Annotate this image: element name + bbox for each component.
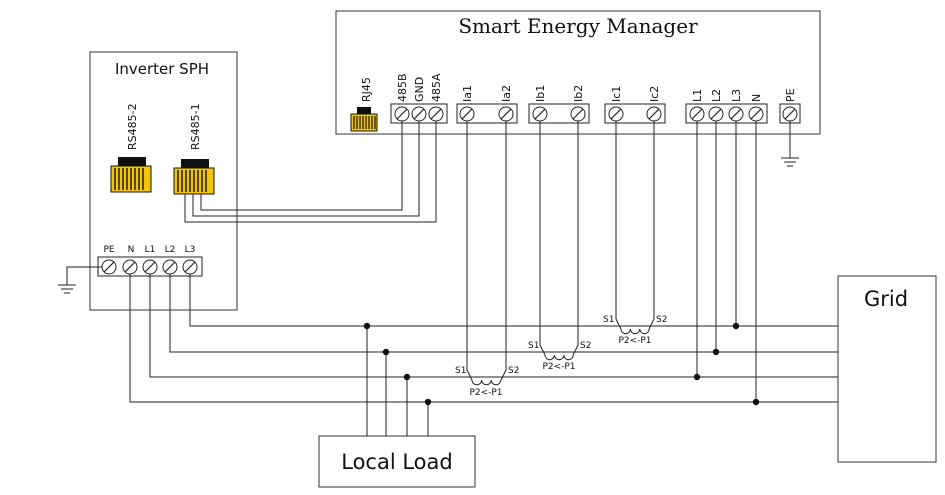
manager-terminal-screws: [394, 106, 798, 122]
inverter-terminal-screws: [101, 259, 198, 275]
ct-sensor-a: [466, 121, 507, 386]
inverter-ground-icon: [58, 266, 102, 294]
local-load-label: Local Load: [341, 450, 452, 474]
inverter-title: Inverter SPH: [115, 60, 209, 78]
port-label-rs485-2: RS485-2: [126, 103, 139, 150]
terminal-label-485b: 485B: [396, 73, 409, 102]
ct-b-direction-label: P2<-P1: [542, 362, 575, 372]
port-label-rs485-1: RS485-1: [189, 103, 202, 150]
inverter-terminal-label-pe: PE: [103, 245, 114, 255]
terminal-label-l1: L1: [691, 89, 704, 102]
ct-a-s1-label: S1: [455, 366, 466, 376]
junction-dots: [363, 322, 760, 406]
inverter-terminal-label-l1: L1: [145, 245, 156, 255]
terminal-label-n: N: [750, 94, 763, 102]
inverter-terminal-label-l3: L3: [185, 245, 196, 255]
inverter-terminal-label-l2: L2: [165, 245, 176, 255]
terminal-label-ia2: Ia2: [500, 85, 513, 102]
terminal-label-gnd: GND: [413, 77, 426, 102]
grid-box: [837, 275, 937, 463]
power-wires: [129, 121, 838, 436]
manager-title: Smart Energy Manager: [458, 14, 698, 38]
grid-terminal-block: [685, 103, 768, 124]
terminal-label-ib1: Ib1: [534, 85, 547, 102]
rs485-communication-wires: [184, 121, 437, 223]
rj45-port: [350, 107, 378, 132]
terminal-label-ic1: Ic1: [610, 86, 623, 102]
inverter-terminal-label-n: N: [128, 245, 135, 255]
terminal-label-ic2: Ic2: [648, 86, 661, 102]
terminal-label-ia1: Ia1: [461, 85, 474, 102]
ct-c-s2-label: S2: [656, 315, 667, 325]
rs485-2-port: [110, 157, 152, 193]
ct-c-s1-label: S1: [603, 315, 614, 325]
ct-a-direction-label: P2<-P1: [469, 388, 502, 398]
grid-label: Grid: [864, 287, 908, 311]
ct-b-s2-label: S2: [580, 341, 591, 351]
ct-a-s2-label: S2: [508, 366, 519, 376]
rs485-1-port: [173, 159, 215, 195]
rj45-label: RJ45: [360, 77, 373, 102]
manager-ground-icon: [781, 121, 799, 167]
terminal-label-l3: L3: [730, 89, 743, 102]
terminal-label-l2: L2: [710, 89, 723, 102]
ct-sensor-c: [615, 121, 655, 335]
ct-c-direction-label: P2<-P1: [618, 336, 651, 346]
terminal-label-pe: PE: [784, 88, 797, 102]
ct-sensor-b: [539, 121, 579, 361]
terminal-label-ib2: Ib2: [572, 85, 585, 102]
terminal-label-485a: 485A: [430, 73, 443, 102]
ct-b-s1-label: S1: [528, 341, 539, 351]
local-load-box: [318, 435, 476, 488]
